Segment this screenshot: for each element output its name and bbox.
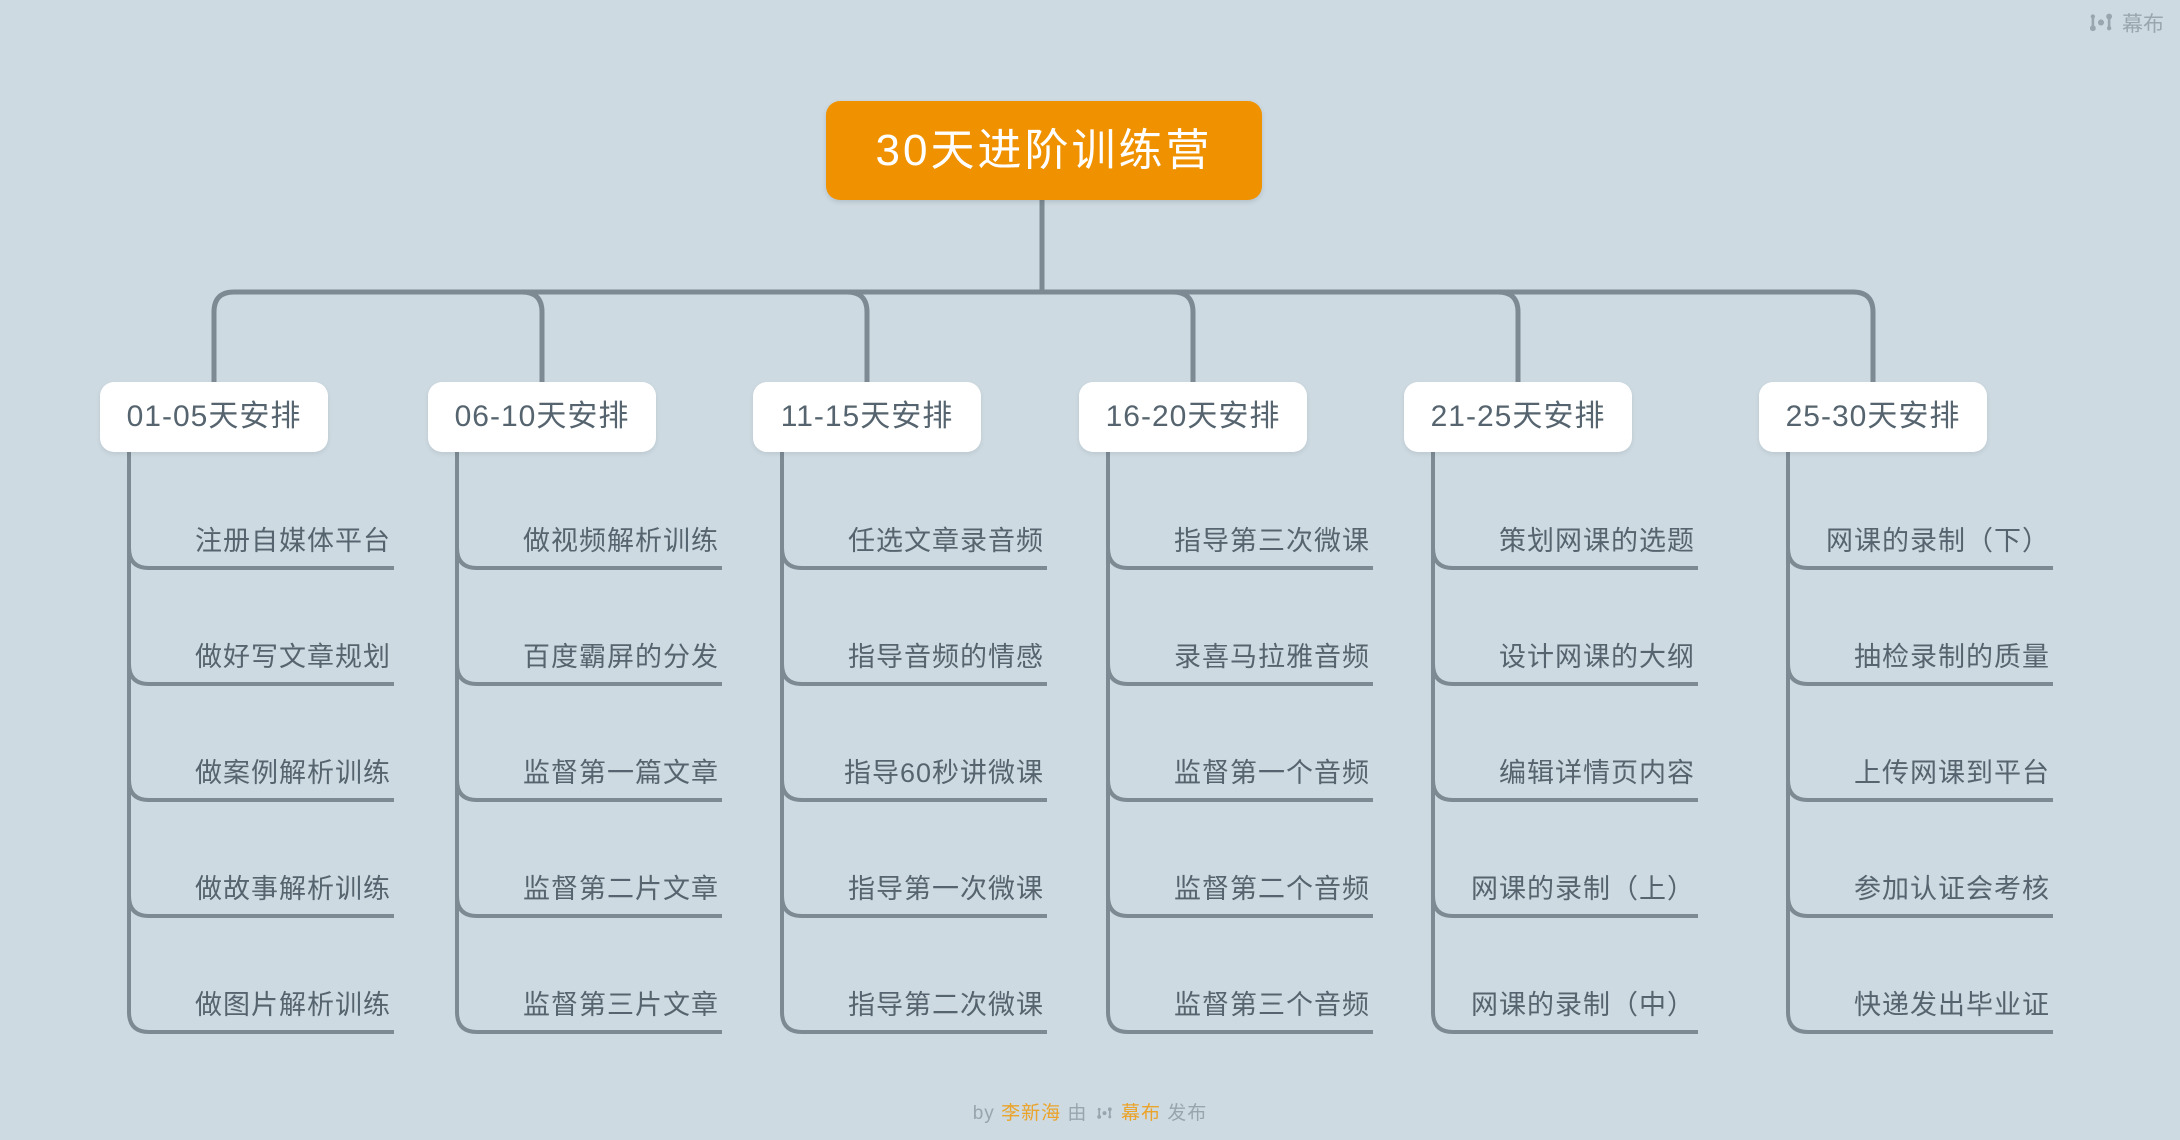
connector-path (455, 547, 722, 570)
leaf-node[interactable]: 百度霸屏的分发 (523, 642, 719, 672)
mubu-logo-icon (1096, 1105, 1113, 1122)
leaf-node[interactable]: 编辑详情页内容 (1499, 758, 1695, 788)
root-node[interactable]: 30天进阶训练营 (826, 101, 1262, 200)
branch-node-3[interactable]: 11-15天安排 (753, 382, 981, 452)
leaf-node[interactable]: 监督第三个音频 (1174, 990, 1370, 1020)
branch-node-4[interactable]: 16-20天安排 (1079, 382, 1307, 452)
leaf-node[interactable]: 指导第三次微课 (1174, 526, 1370, 556)
connector-path (780, 779, 1047, 802)
connector-path (780, 452, 1047, 1034)
leaf-node[interactable]: 监督第一篇文章 (523, 758, 719, 788)
leaf-node[interactable]: 指导音频的情感 (848, 642, 1044, 672)
connector-path (1431, 895, 1698, 918)
mubu-logo-icon (2088, 10, 2114, 36)
connector-path (455, 452, 722, 1034)
connector-path (780, 895, 1047, 918)
connector-path (127, 452, 394, 1034)
leaf-node[interactable]: 任选文章录音频 (848, 526, 1044, 556)
leaf-node[interactable]: 做案例解析训练 (195, 758, 391, 788)
footer-by-text: by (972, 1103, 995, 1124)
connector-path (127, 547, 394, 570)
leaf-node[interactable]: 做故事解析训练 (195, 874, 391, 904)
leaf-node[interactable]: 网课的录制（下） (1826, 526, 2050, 556)
mubu-brand-link[interactable]: 幕布 (1120, 1103, 1161, 1124)
connector-path (127, 779, 394, 802)
connector-path (1786, 663, 2053, 686)
connector-path (1786, 452, 2053, 1034)
connector-path (1431, 663, 1698, 686)
connector-path (1106, 663, 1373, 686)
connector-path (211, 289, 1876, 382)
leaf-node[interactable]: 监督第二个音频 (1174, 874, 1370, 904)
branch-node-2[interactable]: 06-10天安排 (428, 382, 656, 452)
leaf-node[interactable]: 指导第一次微课 (848, 874, 1044, 904)
author-link[interactable]: 李新海 (1001, 1103, 1062, 1124)
leaf-node[interactable]: 做好写文章规划 (195, 642, 391, 672)
connector-path (1431, 779, 1698, 802)
connector-path (521, 289, 545, 382)
connector-path (455, 779, 722, 802)
connector-path (1431, 547, 1698, 570)
leaf-node[interactable]: 做视频解析训练 (523, 526, 719, 556)
connector-path (1106, 779, 1373, 802)
connector-path (1106, 547, 1373, 570)
leaf-node[interactable]: 策划网课的选题 (1499, 526, 1695, 556)
leaf-node[interactable]: 参加认证会考核 (1854, 874, 2050, 904)
branch-node-6[interactable]: 25-30天安排 (1759, 382, 1987, 452)
connector-path (455, 895, 722, 918)
leaf-node[interactable]: 监督第二片文章 (523, 874, 719, 904)
connector-path (455, 663, 722, 686)
leaf-node[interactable]: 上传网课到平台 (1854, 758, 2050, 788)
connector-path (127, 663, 394, 686)
leaf-node[interactable]: 网课的录制（中） (1471, 990, 1695, 1020)
leaf-node[interactable]: 监督第一个音频 (1174, 758, 1370, 788)
leaf-node[interactable]: 网课的录制（上） (1471, 874, 1695, 904)
leaf-node[interactable]: 做图片解析训练 (195, 990, 391, 1020)
publish-footer: by 李新海 由 幕布 发布 (0, 1098, 2180, 1125)
branch-node-5[interactable]: 21-25天安排 (1404, 382, 1632, 452)
connector-path (1786, 895, 2053, 918)
connector-path (1786, 547, 2053, 570)
leaf-node[interactable]: 注册自媒体平台 (195, 526, 391, 556)
branch-node-1[interactable]: 01-05天安排 (100, 382, 328, 452)
watermark-label: 幕布 (2122, 13, 2164, 36)
connector-path (1431, 452, 1698, 1034)
connector-path (1106, 452, 1373, 1034)
leaf-node[interactable]: 指导60秒讲微课 (843, 758, 1044, 788)
connector-path (127, 895, 394, 918)
connector-path (1786, 779, 2053, 802)
footer-publish-text: 发布 (1167, 1103, 1208, 1124)
leaf-node[interactable]: 快递发出毕业证 (1854, 990, 2050, 1020)
leaf-node[interactable]: 监督第三片文章 (523, 990, 719, 1020)
leaf-node[interactable]: 设计网课的大纲 (1499, 642, 1695, 672)
connector-path (1497, 289, 1521, 382)
mubu-watermark[interactable]: 幕布 (2088, 8, 2164, 38)
connector-path (780, 663, 1047, 686)
connector-path (1106, 895, 1373, 918)
leaf-node[interactable]: 录喜马拉雅音频 (1174, 642, 1370, 672)
leaf-node[interactable]: 抽检录制的质量 (1854, 642, 2050, 672)
connector-path (780, 547, 1047, 570)
leaf-node[interactable]: 指导第二次微课 (848, 990, 1044, 1020)
connector-path (1172, 289, 1196, 382)
connector-path (846, 289, 870, 382)
footer-via-text: 由 (1067, 1103, 1088, 1124)
